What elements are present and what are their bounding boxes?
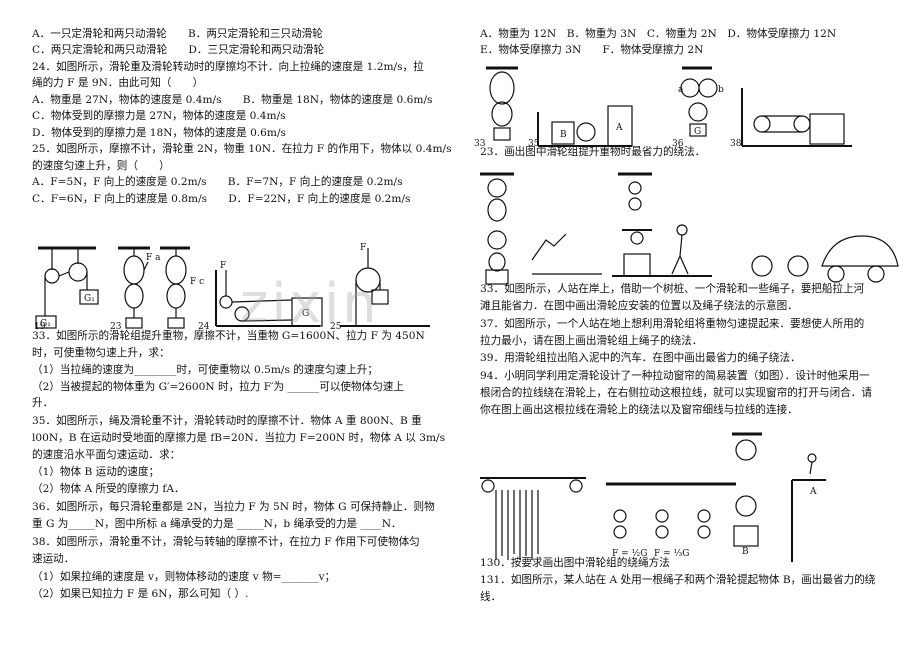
text-line: C．两只定滑轮和两只动滑轮 D．三只定滑轮和两只动滑轮 [32,44,325,56]
text-line: 25．如图所示，摩擦不计，滑轮重 2N，物重 10N．在拉力 F 的作用下，物体… [32,143,452,155]
text-line: 39．用滑轮组拉出陷入泥中的汽车．在图中画出最省力的绳子绕法． [480,352,801,364]
text-line: 你在图上画出这根拉线在滑轮上的绕法以及窗帘细线与拉线的连接． [480,404,798,416]
text-line: （1）物体 B 运动的速度； [32,466,160,478]
text-line: A．一只定滑轮和两只动滑轮 B．两只定滑轮和三只动滑轮 [32,28,323,40]
fig-24-number: 24 [198,322,210,332]
text-line: 94．小明同学利用定滑轮设计了一种拉动窗帘的简易装置（如图）．设计时他采用一 [480,370,870,382]
fig-130-f2-label: F = ⅓G [654,549,689,559]
fig-35-number: 35 [528,139,540,149]
fig-19-number: 19 [34,322,46,332]
fig-25-f-label: F [360,243,366,253]
text-line: 速运动． [32,553,75,565]
fig-36-g-label: G [694,127,701,137]
figure-row-right-middle [480,172,899,285]
text-line: （2）当被提起的物体重为 G′=2600N 时，拉力 F′为 ______可以使… [32,381,404,393]
fig-36-a-label: a [678,85,684,95]
text-line: 重 G 为_____N，图中所标 a 绳承受的力是 _____N，b 绳承受的力… [32,518,402,530]
fig-35-a-label: A [615,123,623,133]
fig-131-b-label: B [742,547,749,557]
fig-38-number: 38 [730,139,742,149]
text-line: 拉力最小，请在图上画出滑轮组上绳子的绕法． [480,335,703,347]
text-line: D．物体受到的摩擦力是 18N，物体的速度是 0.6m/s [32,127,286,139]
text-line: 滩且能省力．在图中画出滑轮应安装的位置以及绳子绕法的示意图． [480,300,798,312]
text-line: A．物重是 27N，物体的速度是 0.4m/s B．物重是 18N，物体的速度是… [32,94,433,106]
text-line: C．物体受到的摩擦力是 27N，物体的速度是 0.4m/s [32,110,286,122]
text-line: 130．按要求画出图中滑轮组的绕绳方法 [480,557,670,569]
text-line: 36．如图所示，每只滑轮重都是 2N，当拉力 F 为 5N 时，物体 G 可保持… [32,501,435,513]
text-line: （2）如果已知拉力 F 是 6N，那么可知（ ）. [32,588,249,600]
text-line: 的速度沿水平面匀速运动．求： [32,449,181,461]
right-column: A．物重为 12N B．物重为 3N C．物重为 2N D．物体受摩擦力 12N… [470,0,910,651]
fig-36-b-label: b [718,85,724,95]
figure-row-right-bottom: F = ½G F = ⅓G B A [480,432,826,562]
text-line: 绳的力 F 是 9N．由此可知（ ） [32,77,204,89]
text-line: （1）当拉绳的速度为________时，可使重物以 0.5m/s 的速度匀速上升… [32,364,378,376]
text-line: 根闭合的拉线绕在滑轮上，在右侧拉动这根拉线，就可以实现窗帘的打开与闭合．请 [480,387,872,399]
figure-row-right-top: 33 35 B A 36 a b G 38 [474,66,852,149]
text-line: E．物体受摩擦力 3N F．物体受摩擦力 2N [480,44,704,56]
fig-23-fa-label: F a [146,253,161,263]
fig-19-g1-label: G₁ [84,294,95,304]
fig-23-fc-label: F c [190,277,204,287]
fig-24-f-label: F [220,261,226,271]
text-line: 33．如图所示，人站在岸上，借助一个树桩、一个滑轮和一些绳子，要把船拉上河 [480,283,865,295]
text-line: 23．画出图中滑轮组提升重物时最省力的绕法． [480,146,706,158]
text-line: （1）如果拉绳的速度是 v，则物体移动的速度 v 物=_______v； [32,571,336,583]
text-line: l00N，B 在运动时受地面的摩擦力是 fB=20N．当拉力 F=200N 时，… [32,432,446,444]
text-line: 131．如图所示，某人站在 A 处用一根绳子和两个滑轮提起物体 B，画出最省力的… [480,574,876,586]
text-line: 33．如图所示的滑轮组提升重物，摩擦不计，当重物 G=1600N、拉力 F 为 … [32,330,425,342]
watermark-text: zixin [240,272,380,335]
fig-25-number: 25 [330,322,342,332]
fig-36-number: 36 [672,139,684,149]
text-line: （2）物体 A 所受的摩擦力 fA． [32,483,185,495]
fig-33-number: 33 [474,139,486,149]
text-line: 37．如图所示，一个人站在地上想利用滑轮组将重物匀速提起来．要想使人所用的 [480,318,865,330]
text-line: A．物重为 12N B．物重为 3N C．物重为 2N D．物体受摩擦力 12N [480,28,837,40]
fig-130-f1-label: F = ½G [612,548,647,559]
text-line: 线． [480,591,502,603]
figure-row-left: 19 G₁ G₁ 23 F a F c 24 F G 25 F [34,243,430,332]
text-line: 38．如图所示，滑轮重不计，滑轮与转轴的摩擦不计，在拉力 F 作用下可使物体匀 [32,536,420,548]
text-line: 24．如图所示，滑轮重及滑轮转动时的摩擦均不计．向上拉绳的速度是 1.2m/s，… [32,61,424,73]
fig-19-g-label: G₁ [40,319,51,329]
fig-23-number: 23 [110,322,122,332]
left-column: A．一只定滑轮和两只动滑轮 B．两只定滑轮和三只动滑轮 C．两只定滑轮和两只动滑轮… [22,0,462,651]
text-line: 升． [32,397,54,409]
text-line: 的速度匀速上升，则（ ） [32,160,170,172]
fig-24-g-label: G [302,309,309,319]
fig-131-a-label: A [809,487,817,497]
text-line: A．F=5N，F 向上的速度是 0.2m/s B．F=7N，F 向上的速度是 0… [32,176,403,188]
text-line: C．F=6N，F 向上的速度是 0.8m/s D．F=22N，F 向上的速度是 … [32,193,411,205]
fig-35-b-label: B [560,130,567,140]
text-line: 35．如图所示，绳及滑轮重不计，滑轮转动时的摩擦不计．物体 A 重 800N、B… [32,415,422,427]
text-line: 时，可使重物匀速上升，求： [32,347,170,359]
